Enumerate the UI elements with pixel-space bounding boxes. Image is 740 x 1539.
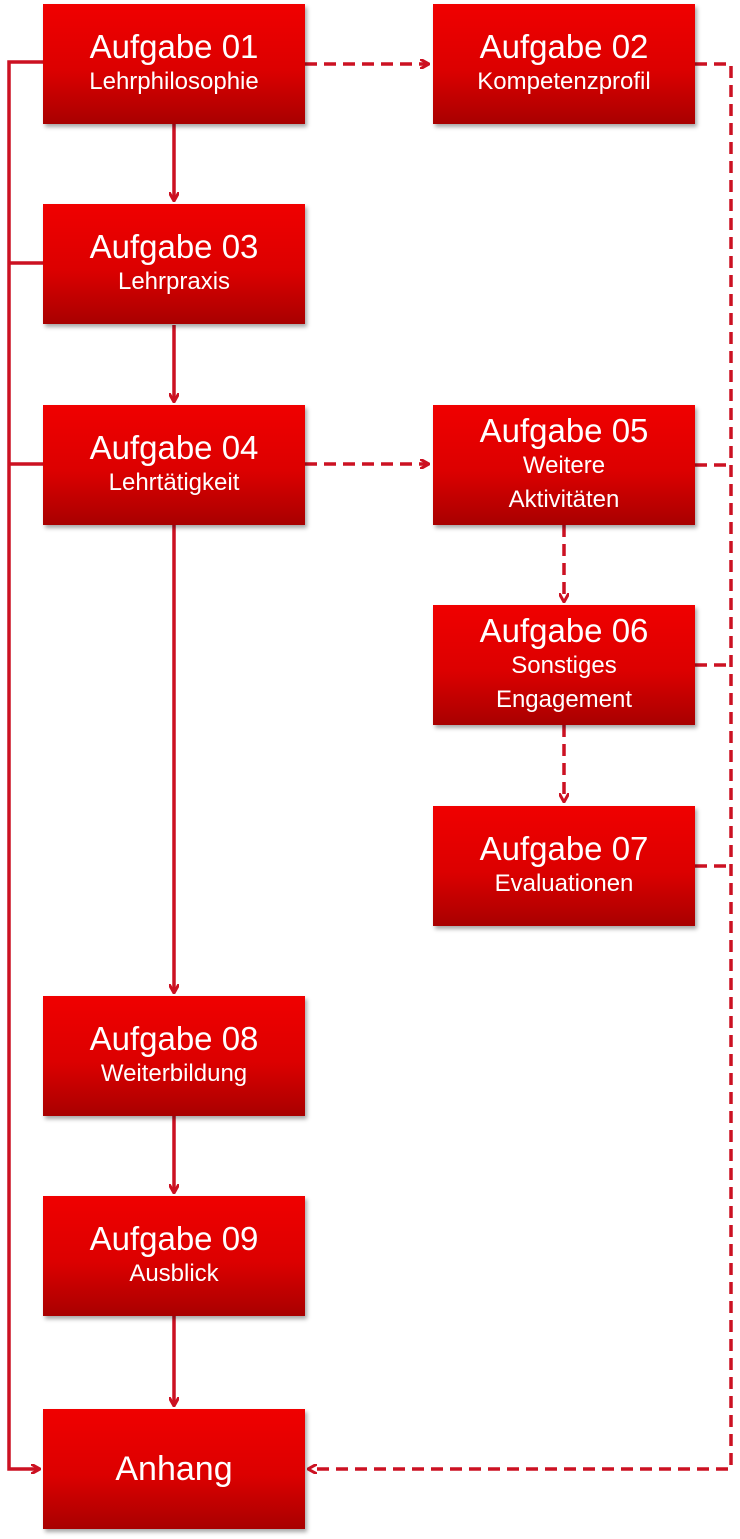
box-aufgabe-09: Aufgabe 09 Ausblick [43, 1196, 305, 1316]
left-bus [7, 60, 43, 1469]
box-title: Aufgabe 06 [479, 612, 649, 649]
box-title: Aufgabe 05 [479, 412, 649, 449]
box-title: Aufgabe 03 [89, 228, 259, 265]
box-subtitle-line-1: Sonstiges [511, 652, 617, 679]
right-bus [309, 62, 733, 1469]
box-subtitle-line-1: Weitere [522, 452, 606, 479]
box-subtitle: Lehrtätigkeit [108, 469, 240, 496]
box-title: Aufgabe 08 [89, 1020, 259, 1057]
box-title: Aufgabe 04 [89, 429, 259, 466]
box-subtitle: Kompetenzprofil [477, 68, 651, 95]
box-anhang: Anhang [43, 1409, 305, 1529]
box-title: Anhang [115, 1450, 233, 1488]
box-aufgabe-04: Aufgabe 04 Lehrtätigkeit [43, 405, 305, 525]
box-aufgabe-08: Aufgabe 08 Weiterbildung [43, 996, 305, 1116]
box-aufgabe-01: Aufgabe 01 Lehrphilosophie [43, 4, 305, 124]
box-subtitle-line-2: Engagement [495, 686, 633, 713]
box-subtitle: Evaluationen [494, 870, 634, 897]
box-subtitle: Ausblick [129, 1260, 219, 1287]
box-title: Aufgabe 01 [89, 28, 259, 65]
box-aufgabe-03: Aufgabe 03 Lehrpraxis [43, 204, 305, 324]
box-subtitle-line-2: Aktivitäten [508, 486, 620, 513]
box-aufgabe-07: Aufgabe 07 Evaluationen [433, 806, 695, 926]
box-subtitle: Lehrpraxis [117, 268, 231, 295]
box-title: Aufgabe 07 [479, 830, 649, 867]
box-subtitle: Lehrphilosophie [89, 68, 259, 95]
box-aufgabe-02: Aufgabe 02 Kompetenzprofil [433, 4, 695, 124]
box-title: Aufgabe 09 [89, 1220, 259, 1257]
box-title: Aufgabe 02 [479, 28, 649, 65]
box-aufgabe-05: Aufgabe 05 Weitere Aktivitäten [433, 405, 695, 525]
box-subtitle: Weiterbildung [100, 1060, 248, 1087]
box-aufgabe-06: Aufgabe 06 Sonstiges Engagement [433, 605, 695, 725]
